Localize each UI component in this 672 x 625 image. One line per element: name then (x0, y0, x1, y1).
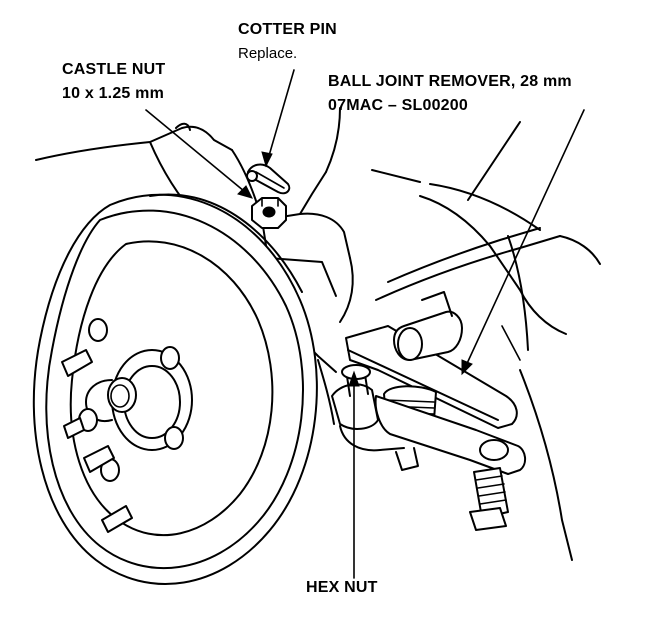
castle-nut (251, 197, 287, 229)
ball-joint-remover-part-number: 07MAC – SL00200 (328, 97, 468, 114)
castle-nut-spec: 10 x 1.25 mm (62, 85, 165, 102)
brake-rotor (32, 193, 318, 585)
castle-nut-label: CASTLE NUT (62, 61, 166, 78)
ball-joint (317, 359, 419, 471)
castle-nut-leader (145, 109, 251, 197)
cotter-pin-leader (265, 69, 295, 167)
cotter-pin-label: COTTER PIN (238, 21, 337, 38)
remover-leader (463, 109, 585, 371)
leader-lines (145, 69, 585, 579)
lower-control-arm (371, 121, 601, 561)
ball-joint-remover-label: BALL JOINT REMOVER, 28 mm (328, 73, 572, 90)
ball-joint-remover-tool (345, 291, 526, 531)
cotter-pin (246, 163, 291, 195)
cotter-pin-note: Replace. (238, 45, 298, 62)
hex-nut-label: HEX NUT (306, 579, 378, 596)
wheel-studs (61, 318, 184, 533)
